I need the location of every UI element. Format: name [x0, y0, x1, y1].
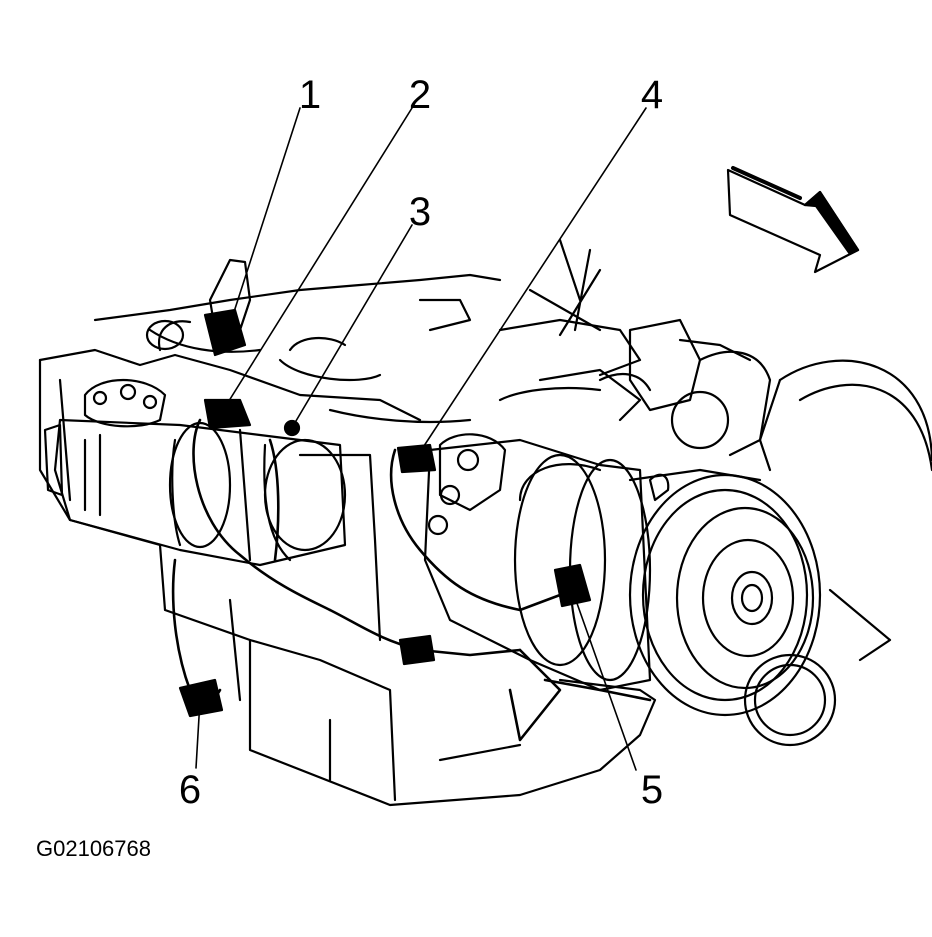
water-outlet [598, 318, 772, 457]
connectors [178, 308, 592, 718]
accessory-pulley [743, 359, 932, 747]
manifold-flange [83, 378, 167, 428]
ac-compressor [423, 433, 822, 717]
direction-arrow [726, 166, 860, 274]
callout-1: 1 [298, 73, 322, 117]
upper-engine [93, 238, 642, 424]
callout-leaders [195, 107, 647, 771]
callout-6: 6 [178, 768, 202, 812]
callout-3: 3 [408, 190, 432, 234]
figure-id: G02106768 [36, 836, 151, 861]
callout-4: 4 [640, 73, 664, 117]
callout-2: 2 [408, 73, 432, 117]
callout-5: 5 [640, 768, 664, 812]
